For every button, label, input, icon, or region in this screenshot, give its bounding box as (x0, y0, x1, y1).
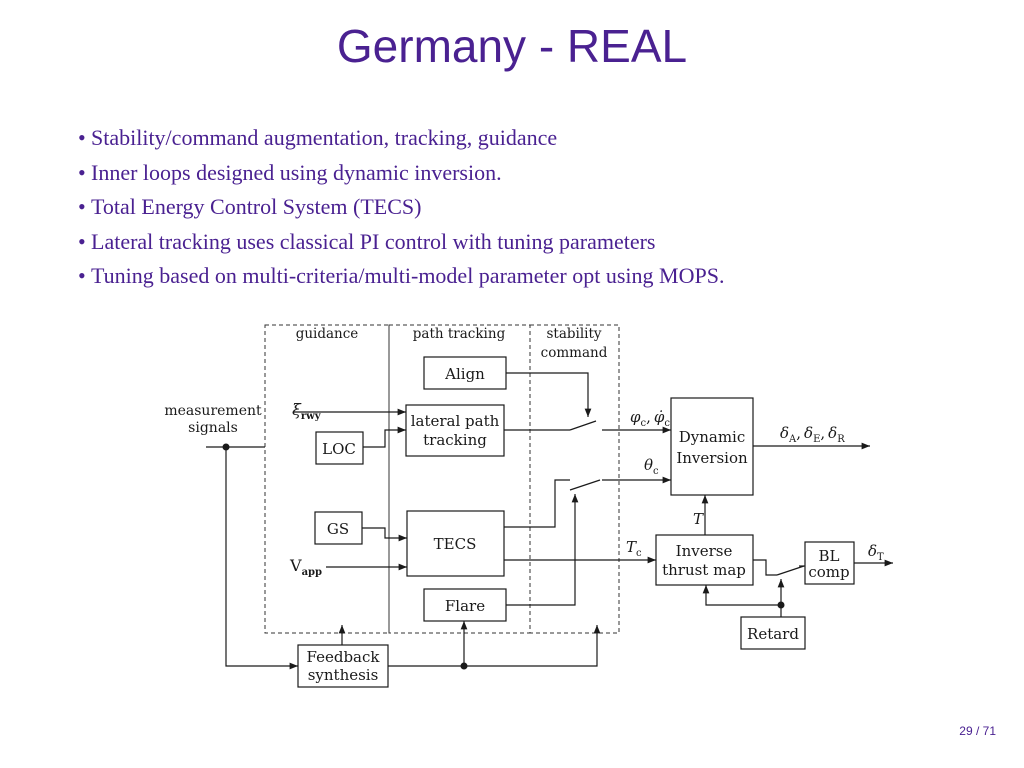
thrust-label: T (693, 510, 704, 528)
dynamic-inversion-label-2: Inversion (676, 449, 748, 467)
bl-switch (776, 565, 805, 576)
delta-aer-label: δA,δE,δR (780, 424, 845, 445)
dynamic-inversion-block (670, 397, 754, 496)
measurement-label-2: signals (188, 420, 238, 436)
bl-comp-block (804, 541, 855, 585)
feedback-synthesis-label-1: Feedback (307, 648, 381, 666)
slide-title: Germany - REAL (336, 20, 688, 72)
align-label: Align (444, 365, 485, 383)
bullet-item: •Stability/command augmentation, trackin… (78, 125, 558, 150)
feedback-bus (388, 625, 601, 667)
align-to-switch (506, 372, 592, 417)
xi-rwy-label: ξrwy (292, 400, 322, 422)
flare-block (423, 588, 507, 622)
path-tracking-region-label: path tracking (413, 326, 506, 342)
inverse-thrust-map-label-2: thrust map (662, 561, 746, 579)
flare-to-switch (506, 494, 579, 606)
loc-to-lateral (363, 426, 406, 448)
stability-region-label: stability (546, 326, 601, 342)
dynamic-inversion-label-1: Dynamic (679, 428, 746, 446)
bullet-item: •Tuning based on multi-criteria/multi-mo… (78, 263, 725, 288)
bullet-item: •Total Energy Control System (TECS) (78, 194, 422, 219)
page-number: 29 / 71 (959, 724, 996, 738)
measurement-label-1: measurement (164, 403, 262, 419)
command-region-label: command (541, 345, 608, 361)
vapp-label: Vapp (289, 556, 322, 578)
retard-block (740, 616, 806, 650)
tecs-label: TECS (434, 535, 477, 553)
feedback-synthesis-label-2: synthesis (308, 666, 379, 684)
measurement-to-feedback (225, 447, 298, 670)
guidance-region-label: guidance (296, 326, 359, 342)
bullet-item: •Inner loops designed using dynamic inve… (78, 159, 502, 185)
stability-command-region (529, 324, 620, 634)
gs-block (314, 511, 363, 545)
tecs-to-theta-switch (504, 479, 570, 528)
junction-dot (777, 601, 785, 609)
theta-label: θc (644, 456, 659, 477)
tc-label: Tc (626, 538, 642, 559)
gs-to-tecs (362, 527, 407, 542)
bl-comp-label-2: comp (808, 563, 849, 581)
theta-switch (569, 479, 601, 491)
gs-label: GS (327, 520, 349, 538)
lateral-path-tracking-label-1: lateral path (411, 412, 500, 430)
loc-label: LOC (322, 440, 356, 458)
thrust-map-to-switch (753, 559, 777, 576)
junction-dot (460, 662, 468, 670)
guidance-region (264, 324, 390, 634)
inverse-thrust-map-label-1: Inverse (676, 542, 733, 560)
flare-label: Flare (445, 597, 485, 615)
loc-block (315, 431, 364, 465)
bl-comp-label-1: BL (819, 547, 840, 565)
signal-lines (206, 372, 893, 670)
retard-to-thrust (702, 585, 781, 606)
region-frames (264, 324, 620, 634)
lateral-path-tracking-label-2: tracking (423, 431, 487, 449)
bullet-list: •Stability/command augmentation, trackin… (78, 121, 978, 294)
phi-label: φc,φ̇c (630, 408, 670, 429)
bullet-item: •Lateral tracking uses classical PI cont… (78, 228, 656, 254)
tecs-block (406, 510, 505, 577)
delta-t-label: δT (868, 542, 884, 563)
retard-label: Retard (747, 625, 799, 643)
phi-switch (569, 420, 597, 431)
junction-dot (222, 443, 230, 451)
